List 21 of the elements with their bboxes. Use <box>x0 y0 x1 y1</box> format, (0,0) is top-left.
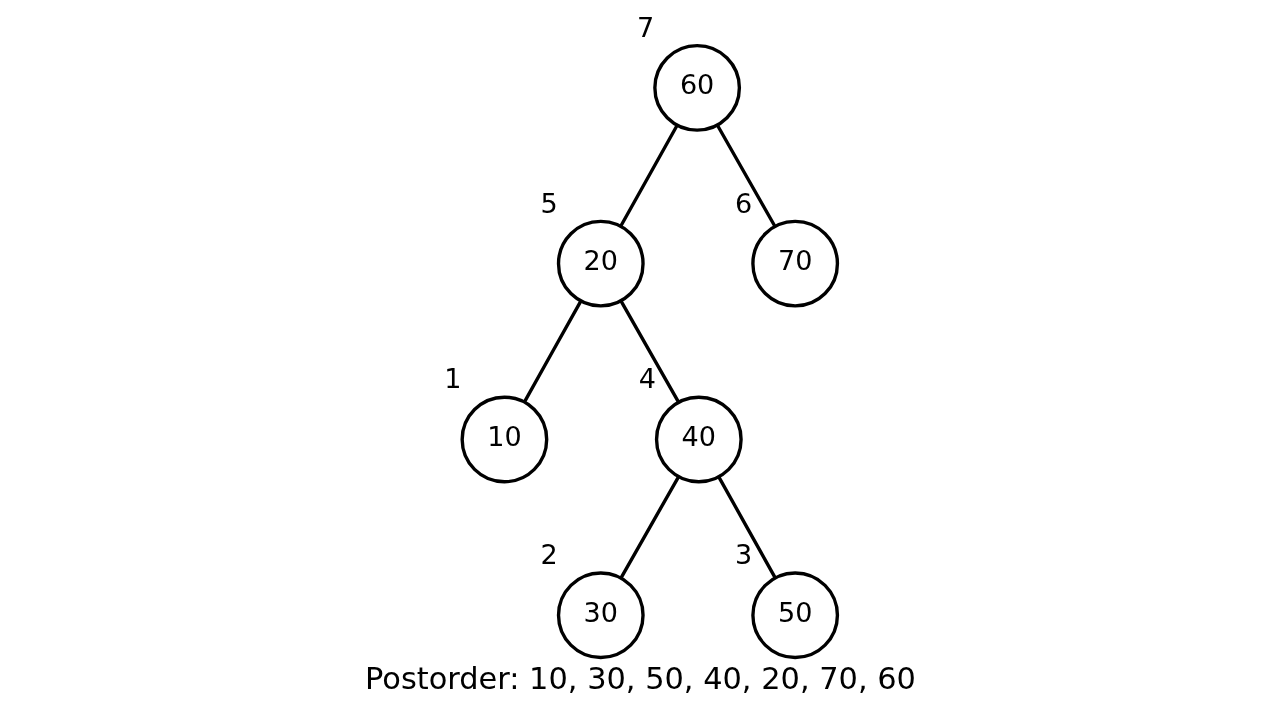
node-label: 7 <box>636 11 654 43</box>
node-label: 2 <box>540 539 558 571</box>
node-circle: 70 <box>750 219 839 308</box>
connector <box>619 476 680 579</box>
node-label: 3 <box>734 539 752 571</box>
node-circle: 60 <box>652 43 741 132</box>
node-circle: 20 <box>556 219 645 308</box>
caption: Postorder: 10, 30, 50, 40, 20, 70, 60 <box>364 660 916 696</box>
connector <box>619 300 680 403</box>
connector <box>715 124 776 228</box>
node-label: 5 <box>540 187 558 219</box>
node-circle: 10 <box>460 395 548 484</box>
node-label: 1 <box>443 363 461 395</box>
connector <box>618 124 679 228</box>
node-label: 6 <box>734 187 752 219</box>
connector <box>522 300 582 403</box>
node-label: 4 <box>638 363 656 395</box>
node-circle: 40 <box>654 395 743 484</box>
node-circle: 50 <box>750 571 839 660</box>
connector <box>716 476 777 579</box>
node-circle: 30 <box>556 571 645 660</box>
